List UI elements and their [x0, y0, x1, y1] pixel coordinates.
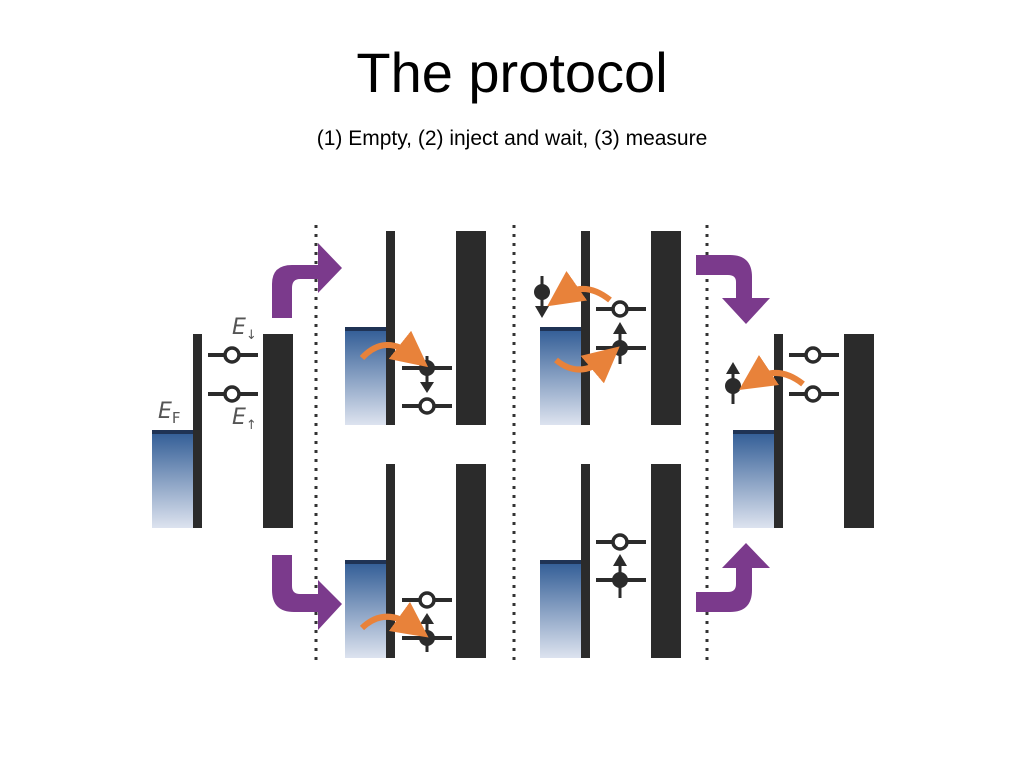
thin-barrier — [193, 334, 202, 528]
thin-barrier — [386, 231, 395, 425]
reservoir — [540, 560, 582, 658]
purple-arrow-down-right — [696, 255, 770, 324]
spin-down-arrowhead — [420, 382, 434, 393]
reservoir — [345, 327, 387, 425]
panel-inject-bottom — [345, 464, 486, 658]
spin-up-arrowhead — [420, 613, 434, 624]
thick-barrier — [456, 464, 486, 658]
e-down-label: E↓ — [232, 315, 257, 343]
fermi-level-line — [345, 560, 387, 564]
dotted-separators — [314, 225, 709, 660]
panel-inject-top — [345, 231, 486, 425]
empty-state-circle — [611, 300, 629, 318]
fermi-level-line — [540, 560, 582, 564]
reservoir — [345, 560, 387, 658]
empty-state-circle — [223, 385, 241, 403]
spin-up-arrowhead — [613, 554, 627, 566]
thin-barrier — [581, 464, 590, 658]
e-up-label: E↑ — [232, 405, 257, 433]
spin-up-arrowhead — [613, 322, 627, 334]
thick-barrier — [651, 464, 681, 658]
purple-arrow-up-right — [696, 543, 770, 612]
empty-state-circle — [804, 346, 822, 364]
tunnel-in-arrow — [554, 346, 620, 384]
fermi-level-line — [733, 430, 775, 434]
tunnel-out-arrow — [739, 355, 805, 390]
tunnel-out-arrow — [547, 270, 612, 307]
thick-barrier — [844, 334, 874, 528]
tunnel-arrow — [359, 330, 429, 368]
fermi-level-line — [152, 430, 194, 434]
empty-state-circle — [418, 591, 436, 609]
empty-state-circle — [418, 397, 436, 415]
reservoir — [540, 327, 582, 425]
panel-measure-bottom — [540, 464, 681, 658]
spin-up-arrowhead — [726, 362, 740, 374]
empty-state-circle — [804, 385, 822, 403]
reservoir — [733, 430, 775, 528]
fermi-label: EF — [158, 399, 181, 427]
thick-barrier — [651, 231, 681, 425]
panel-initial: E↓ E↑ EF — [152, 315, 293, 528]
slide-subtitle: (1) Empty, (2) inject and wait, (3) meas… — [316, 127, 708, 150]
thin-barrier — [774, 334, 783, 528]
panel-final — [725, 334, 874, 528]
thick-barrier — [456, 231, 486, 425]
empty-state-circle — [611, 533, 629, 551]
thin-barrier — [386, 464, 395, 658]
panel-measure-top — [534, 231, 681, 425]
fermi-level-line — [345, 327, 387, 331]
purple-arrow-down-left — [272, 555, 342, 630]
thick-barrier — [263, 334, 293, 528]
empty-state-circle — [223, 346, 241, 364]
spin-down-arrowhead — [535, 306, 549, 318]
reservoir — [152, 430, 194, 528]
thin-barrier — [581, 231, 590, 425]
fermi-level-line — [540, 327, 582, 331]
tunnel-arrow — [359, 601, 429, 638]
purple-arrow-up-left — [272, 243, 342, 318]
slide-title: The protocol — [356, 41, 668, 104]
